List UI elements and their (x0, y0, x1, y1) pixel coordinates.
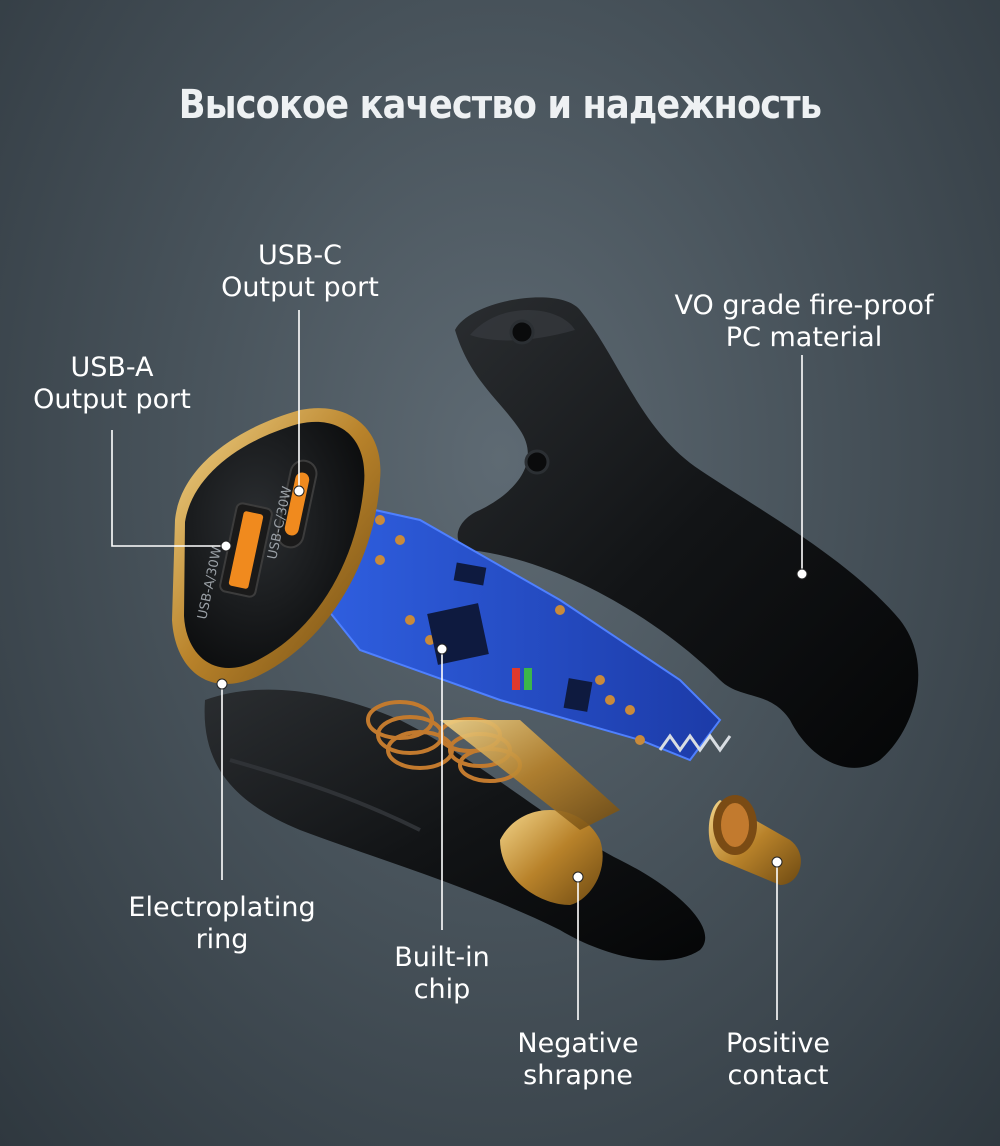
spring (658, 733, 732, 753)
label-chip-line2: chip (413, 974, 471, 1005)
label-negative: Negative shrapne (498, 1028, 658, 1092)
leader-lines (111, 310, 803, 1020)
pcb-board (318, 498, 722, 762)
label-negative-line2: shrapne (523, 1060, 633, 1091)
leader-dots (216, 485, 808, 883)
label-chip-line1: Built-in (394, 942, 490, 973)
label-ring-line1: Electroplating (128, 892, 316, 923)
front-face: USB-A/30W USB-C/30W (172, 408, 381, 684)
page-title: Высокое качество и надежность (178, 82, 822, 128)
chip (427, 603, 489, 665)
label-usb-c-line1: USB-C (257, 240, 343, 271)
label-positive-line2: contact (727, 1060, 829, 1091)
upper-housing (455, 297, 919, 768)
label-ring: Electroplating ring (112, 892, 332, 956)
label-usb-a-line2: Output port (33, 384, 191, 415)
label-usb-c-line2: Output port (221, 272, 379, 303)
label-usb-c: USB-C Output port (210, 240, 390, 304)
label-usb-a-line1: USB-A (70, 352, 154, 383)
label-positive-line1: Positive (725, 1028, 831, 1059)
label-negative-line1: Negative (517, 1028, 639, 1059)
label-housing-line1: VO grade fire-proof (674, 290, 934, 321)
label-positive: Positive contact (700, 1028, 856, 1092)
label-usb-a: USB-A Output port (22, 352, 202, 416)
label-ring-line2: ring (195, 924, 249, 955)
label-housing-line2: PC material (725, 322, 883, 353)
label-housing: VO grade fire-proof PC material (664, 290, 944, 354)
label-chip: Built-in chip (372, 942, 512, 1006)
